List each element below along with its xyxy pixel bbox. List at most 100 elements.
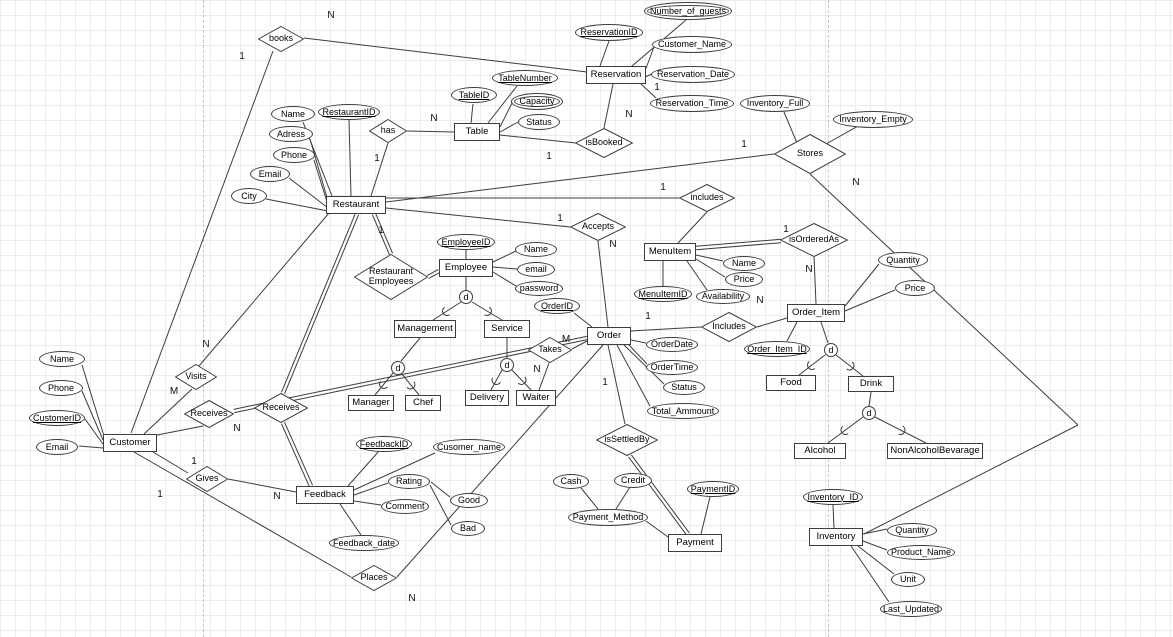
attribute-table-status[interactable]: Status xyxy=(518,114,560,130)
entity-food[interactable]: Food xyxy=(766,375,816,391)
entity-manager[interactable]: Manager xyxy=(348,395,394,411)
relationship-includes-menu[interactable]: includes xyxy=(679,184,735,212)
attribute-city[interactable]: City xyxy=(231,188,267,204)
relationship-restaurant-employees[interactable]: Restaurant Employees xyxy=(354,254,428,300)
attribute-order-time[interactable]: OrderTime xyxy=(646,359,698,375)
attribute-unit[interactable]: Unit xyxy=(891,571,925,587)
entity-chef[interactable]: Chef xyxy=(405,395,441,411)
attribute-emp-email[interactable]: email xyxy=(517,261,555,277)
entity-service[interactable]: Service xyxy=(484,320,530,338)
relationship-stores[interactable]: Stores xyxy=(774,134,846,174)
attribute-credit[interactable]: Credit xyxy=(614,472,652,488)
attribute-label: FeedbackID xyxy=(359,438,409,449)
attribute-customer-id[interactable]: CustomerID xyxy=(29,410,85,426)
relationship-places[interactable]: Places xyxy=(351,565,397,591)
specialization-d-employee[interactable]: d xyxy=(459,290,473,304)
entity-drink[interactable]: Drink xyxy=(848,376,894,392)
entity-restaurant[interactable]: Restaurant xyxy=(326,196,386,214)
attribute-restaurant-id[interactable]: RestaurantID xyxy=(318,104,380,120)
connector-line xyxy=(385,153,775,203)
relationship-is-booked[interactable]: isBooked xyxy=(575,128,633,158)
attribute-inv-quantity[interactable]: Quantity xyxy=(887,522,937,538)
attribute-order-item-id[interactable]: Order_Item_ID xyxy=(744,341,810,357)
attribute-payment-id[interactable]: PaymentID xyxy=(687,481,739,497)
attribute-rest-name[interactable]: Name xyxy=(271,106,315,122)
attribute-order-status[interactable]: Status xyxy=(663,379,705,395)
attribute-cusomer-name[interactable]: Cusomer_name xyxy=(433,439,505,455)
specialization-d-service[interactable]: d xyxy=(500,358,514,372)
attribute-rest-email[interactable]: Email xyxy=(250,166,290,182)
entity-delivery[interactable]: Delivery xyxy=(465,390,509,406)
relationship-has[interactable]: has xyxy=(369,119,407,143)
attribute-total-ammount[interactable]: Total_Ammount xyxy=(647,403,719,419)
attribute-inventory-id[interactable]: Inventory_ID xyxy=(803,489,863,505)
attribute-reservation-date[interactable]: Reservation_Date xyxy=(651,65,735,83)
entity-reservation[interactable]: Reservation xyxy=(586,66,646,84)
attribute-customer-name-res[interactable]: Customer_Name xyxy=(652,35,732,53)
attribute-oi-price[interactable]: Price xyxy=(895,280,935,296)
specialization-d-drink[interactable]: d xyxy=(862,406,876,420)
attribute-feedback-date[interactable]: Feedback_date xyxy=(329,535,399,551)
relationship-is-ordered-as[interactable]: isOrderedAs xyxy=(780,223,848,257)
relationship-is-settled-by[interactable]: isSettledBy xyxy=(596,424,658,456)
attribute-employee-id[interactable]: EmployeeID xyxy=(437,234,495,250)
attribute-cust-name[interactable]: Name xyxy=(39,351,85,367)
attribute-menu-item-id[interactable]: MenuItemID xyxy=(634,286,692,302)
attribute-menu-name[interactable]: Name xyxy=(723,255,765,271)
relationship-gives[interactable]: Gives xyxy=(186,466,228,492)
attribute-number-of-guests[interactable]: Number_of_guests xyxy=(644,2,732,20)
attribute-oi-quantity[interactable]: Quantity xyxy=(878,252,928,268)
connector-line xyxy=(511,369,532,391)
attribute-last-updated[interactable]: Last_Updated xyxy=(880,601,942,617)
entity-table[interactable]: Table xyxy=(454,123,500,141)
attribute-product-name[interactable]: Product_Name xyxy=(887,544,955,560)
relationship-books[interactable]: books xyxy=(258,26,304,52)
entity-menuitem[interactable]: MenuItem xyxy=(644,243,696,261)
attribute-table-id[interactable]: TableID xyxy=(451,87,497,103)
relationship-receives-restaurant[interactable]: Receives xyxy=(254,393,308,423)
attribute-rest-phone[interactable]: Phone xyxy=(273,147,315,163)
attribute-bad[interactable]: Bad xyxy=(451,520,485,536)
entity-customer[interactable]: Customer xyxy=(103,434,157,452)
attribute-feedback-id[interactable]: FeedbackID xyxy=(356,436,412,452)
entity-waiter[interactable]: Waiter xyxy=(516,390,556,406)
entity-inventory[interactable]: Inventory xyxy=(809,528,863,546)
attribute-payment-method[interactable]: Payment_Method xyxy=(568,508,648,526)
entity-feedback[interactable]: Feedback xyxy=(296,486,354,504)
attribute-cust-email[interactable]: Email xyxy=(36,439,78,455)
relationship-visits[interactable]: Visits xyxy=(175,364,217,390)
attribute-label: Unit xyxy=(899,573,916,584)
relationship-receives-customer[interactable]: Receives xyxy=(184,400,234,428)
entity-order-item[interactable]: Order_Item xyxy=(787,304,845,322)
entity-payment[interactable]: Payment xyxy=(668,534,722,552)
attribute-availability[interactable]: Availability xyxy=(696,288,750,304)
specialization-d-order-item[interactable]: d xyxy=(824,343,838,357)
attribute-cust-phone[interactable]: Phone xyxy=(39,380,83,396)
entity-order[interactable]: Order xyxy=(587,327,631,345)
attribute-cash[interactable]: Cash xyxy=(553,473,589,489)
attribute-comment[interactable]: Comment xyxy=(381,498,429,514)
attribute-inventory-full[interactable]: Inventory_Full xyxy=(740,94,810,112)
attribute-menu-price[interactable]: Price xyxy=(725,271,763,287)
attribute-emp-name[interactable]: Name xyxy=(515,241,557,257)
specialization-d-management[interactable]: d xyxy=(391,361,405,375)
attribute-rating[interactable]: Rating xyxy=(388,473,430,489)
attribute-adress[interactable]: Adress xyxy=(269,126,313,142)
relationship-includes-order[interactable]: Includes xyxy=(701,312,757,342)
attribute-good[interactable]: Good xyxy=(450,492,488,508)
relationship-accepts[interactable]: Accepts xyxy=(570,213,626,241)
attribute-order-id[interactable]: OrderID xyxy=(534,298,580,314)
attribute-reservation-id[interactable]: ReservationID xyxy=(575,23,643,41)
attribute-order-date[interactable]: OrderDate xyxy=(646,336,698,352)
attribute-password[interactable]: password xyxy=(515,280,563,296)
relationship-takes[interactable]: Takes xyxy=(528,337,572,363)
entity-non-alcohol-bevarage[interactable]: NonAlcoholBevarage xyxy=(887,443,983,459)
attribute-inventory-empty[interactable]: Inventory_Empty xyxy=(833,110,913,128)
attribute-capacity[interactable]: Capacity xyxy=(511,92,563,110)
connector-line xyxy=(783,111,798,144)
entity-management[interactable]: Management xyxy=(394,320,456,338)
attribute-table-number[interactable]: TableNumber xyxy=(492,70,558,86)
entity-employee[interactable]: Employee xyxy=(439,259,493,277)
attribute-reservation-time[interactable]: Reservation_Time xyxy=(650,94,734,112)
entity-alcohol[interactable]: Alcohol xyxy=(794,443,846,459)
